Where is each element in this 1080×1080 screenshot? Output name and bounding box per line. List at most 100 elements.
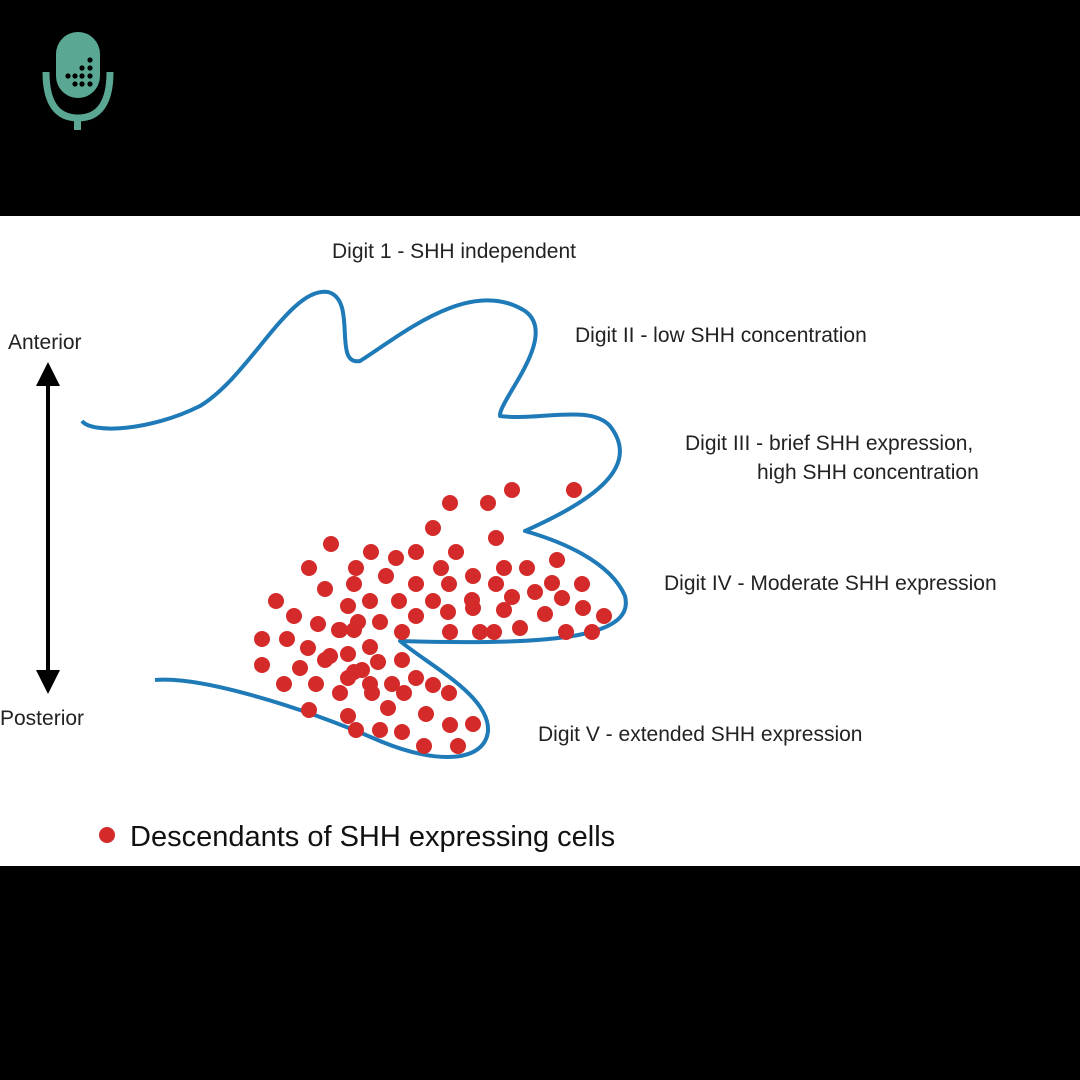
- shh-cell-dot: [465, 716, 481, 732]
- shh-cell-dot: [442, 624, 458, 640]
- digit-2-label: Digit II - low SHH concentration: [575, 324, 867, 347]
- shh-cell-dot: [442, 495, 458, 511]
- shh-cell-dot: [448, 544, 464, 560]
- shh-cell-dot: [340, 646, 356, 662]
- shh-cell-dot: [340, 670, 356, 686]
- shh-cell-dot: [480, 495, 496, 511]
- logo-mic-stand: [74, 116, 81, 130]
- shh-cell-dot: [340, 598, 356, 614]
- shh-cell-dot: [268, 593, 284, 609]
- shh-cell-dot: [388, 550, 404, 566]
- shh-cell-dot: [554, 590, 570, 606]
- shh-cell-dot: [496, 602, 512, 618]
- shh-cell-dot: [317, 652, 333, 668]
- shh-cell-dot: [348, 722, 364, 738]
- microphone-logo-icon: [42, 32, 114, 130]
- shh-cell-dot: [323, 536, 339, 552]
- shh-cell-dot: [566, 482, 582, 498]
- shh-cell-dot: [310, 616, 326, 632]
- shh-cell-dot: [279, 631, 295, 647]
- diagram-panel: Anterior Posterior Digit 1 - SHH indepen…: [0, 216, 1080, 866]
- shh-cell-dot: [408, 670, 424, 686]
- shh-cell-dot: [332, 622, 348, 638]
- shh-cell-dot: [254, 657, 270, 673]
- shh-cell-dot: [465, 600, 481, 616]
- shh-cell-dot: [384, 676, 400, 692]
- shh-cell-dot: [440, 604, 456, 620]
- limb-diagram: Anterior Posterior Digit 1 - SHH indepen…: [0, 240, 997, 853]
- shh-cell-dot: [292, 660, 308, 676]
- logo-mic-capsule: [56, 32, 100, 98]
- shh-cell-dot: [308, 676, 324, 692]
- shh-cell-dot: [286, 608, 302, 624]
- shh-cell-dot: [332, 685, 348, 701]
- shh-cell-dot: [504, 589, 520, 605]
- shh-cell-dot: [558, 624, 574, 640]
- shh-cell-dot: [301, 702, 317, 718]
- limb-outline: [80, 289, 628, 759]
- shh-cell-dot: [276, 676, 292, 692]
- shh-cell-dot: [425, 520, 441, 536]
- shh-cell-dot: [488, 530, 504, 546]
- shh-cell-dot: [340, 708, 356, 724]
- shh-cell-dot: [596, 608, 612, 624]
- shh-cell-dot: [450, 738, 466, 754]
- shh-cell-dot: [527, 584, 543, 600]
- shh-cell-dot: [549, 552, 565, 568]
- shh-cell-dot: [364, 685, 380, 701]
- shh-cell-dot: [317, 581, 333, 597]
- shh-cell-dot: [488, 576, 504, 592]
- shh-cell-dot: [418, 706, 434, 722]
- shh-cell-dot: [504, 482, 520, 498]
- shh-cell-dot: [425, 593, 441, 609]
- shh-cell-dot: [408, 608, 424, 624]
- shh-cell-dot: [408, 576, 424, 592]
- shh-cell-dot: [394, 624, 410, 640]
- shh-cell-dot: [441, 685, 457, 701]
- shh-cell-dot: [372, 614, 388, 630]
- shh-cell-dot: [472, 624, 488, 640]
- shh-cell-dot: [574, 576, 590, 592]
- posterior-label: Posterior: [0, 707, 84, 730]
- logo-mic-dots: [65, 57, 93, 87]
- shh-cell-dot: [378, 568, 394, 584]
- shh-cell-dot: [433, 560, 449, 576]
- shh-cell-dot: [362, 639, 378, 655]
- anterior-label: Anterior: [8, 331, 82, 354]
- shh-cell-dot: [394, 724, 410, 740]
- legend-cell-marker: [99, 827, 115, 843]
- shh-cell-dot: [372, 722, 388, 738]
- shh-cell-dot: [363, 544, 379, 560]
- shh-cell-dot: [441, 576, 457, 592]
- shh-cell-dot: [394, 652, 410, 668]
- shh-cell-dot: [370, 654, 386, 670]
- digit-3-label-line-1: Digit III - brief SHH expression,: [685, 432, 973, 455]
- shh-cell-dot: [416, 738, 432, 754]
- shh-cell-dot: [544, 575, 560, 591]
- shh-cell-dot: [354, 662, 370, 678]
- shh-cell-dot: [301, 560, 317, 576]
- shh-cell-dot: [391, 593, 407, 609]
- shh-cell-dot: [512, 620, 528, 636]
- digit-4-label: Digit IV - Moderate SHH expression: [664, 572, 997, 595]
- shh-cell-dot: [408, 544, 424, 560]
- shh-cell-dot: [425, 677, 441, 693]
- digit-5-label: Digit V - extended SHH expression: [538, 723, 863, 746]
- shh-cell-dot: [362, 593, 378, 609]
- shh-cell-dot: [537, 606, 553, 622]
- shh-cell-dot: [380, 700, 396, 716]
- digit-1-label: Digit 1 - SHH independent: [332, 240, 576, 263]
- shh-cell-dot: [346, 622, 362, 638]
- shh-cell-dot: [254, 631, 270, 647]
- shh-cell-dot: [519, 560, 535, 576]
- shh-cell-dot: [465, 568, 481, 584]
- shh-cell-dot: [348, 560, 364, 576]
- shh-cell-dot: [575, 600, 591, 616]
- legend-label: Descendants of SHH expressing cells: [130, 821, 615, 853]
- shh-cell-dot: [496, 560, 512, 576]
- shh-cell-dot: [442, 717, 458, 733]
- shh-cell-dot: [300, 640, 316, 656]
- shh-cell-dot: [346, 576, 362, 592]
- shh-cell-dot: [486, 624, 502, 640]
- shh-cell-dot: [584, 624, 600, 640]
